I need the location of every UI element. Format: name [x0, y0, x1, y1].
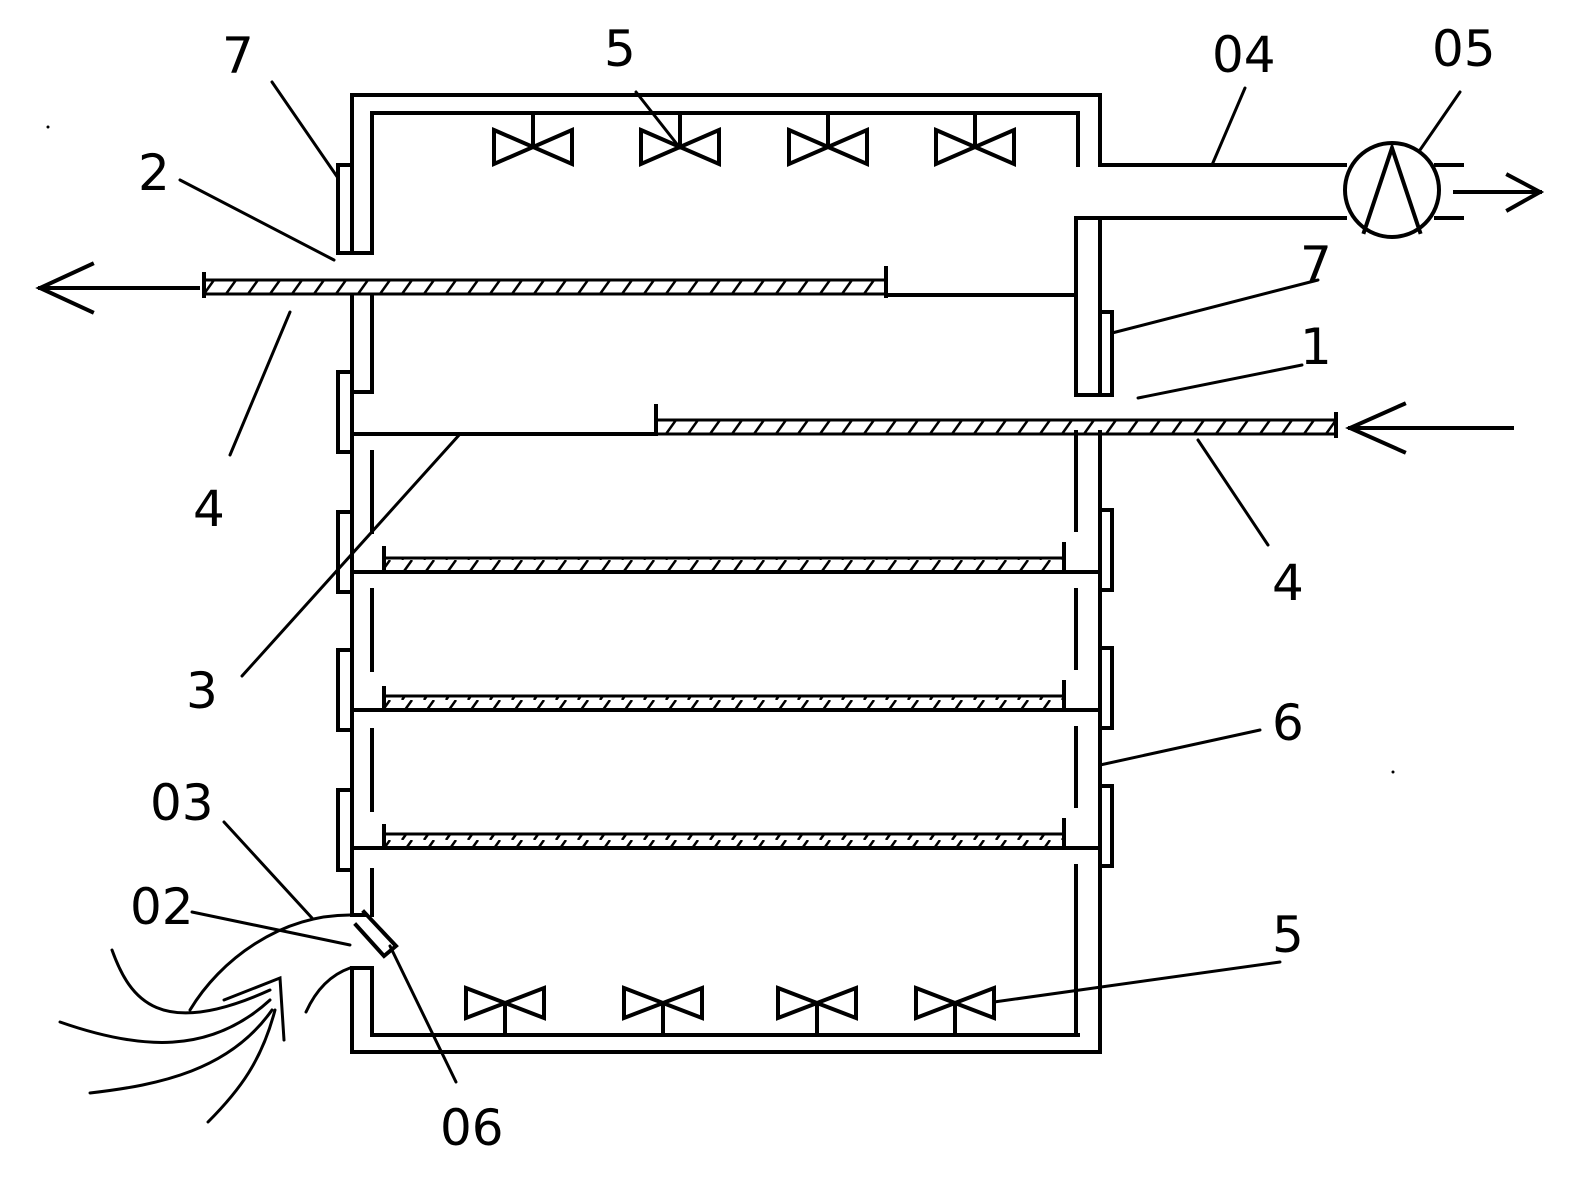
label-4-left: 4	[193, 480, 225, 538]
label-7-right: 7	[1300, 236, 1332, 294]
seal-left-2	[336, 510, 354, 594]
outlet-arrow-icon	[35, 261, 200, 315]
label-04: 04	[1212, 26, 1276, 84]
leader-lines	[178, 80, 1462, 1084]
seal-top-left	[336, 163, 354, 255]
conveyor-top-out	[202, 266, 1078, 298]
label-02: 02	[130, 878, 194, 936]
airflow-curves	[58, 913, 352, 1124]
label-06: 06	[440, 1099, 504, 1157]
fan-icon-bottom-3	[776, 985, 858, 1037]
exhaust-duct	[1074, 163, 1347, 220]
top-inner-wall	[370, 111, 1080, 255]
label-4-right: 4	[1272, 554, 1304, 612]
stray-dot-2	[1391, 770, 1395, 774]
label-5-top: 5	[604, 20, 636, 78]
label-3: 3	[186, 662, 218, 720]
seal-left-4	[336, 788, 354, 872]
shelf-3	[350, 818, 1102, 850]
shelf-1	[350, 542, 1102, 574]
seal-left-3	[336, 648, 354, 732]
stray-dot-1	[46, 125, 50, 129]
inlet-arrow-icon	[1345, 401, 1514, 455]
seal-right-2	[1098, 646, 1114, 730]
wall-seals	[336, 163, 1114, 872]
fan-icon-top-2	[639, 112, 721, 168]
seal-right-upper	[1098, 310, 1114, 397]
conveyor-feed-in	[350, 404, 1338, 438]
label-03: 03	[150, 774, 214, 832]
seal-right-1	[1098, 508, 1114, 592]
seal-right-3	[1098, 784, 1114, 868]
label-05: 05	[1432, 20, 1496, 78]
reference-labels: 7 5 04 05 2 7 1 4 4 3 6 03 02 5 06	[130, 20, 1496, 1157]
bottom-inner-wall	[370, 966, 1080, 1037]
inlet-flap	[353, 909, 399, 959]
fan-icon-bottom-2	[622, 985, 704, 1037]
label-7-top: 7	[222, 27, 254, 85]
shelf-2	[350, 680, 1102, 712]
fan-icon-bottom-1	[464, 985, 546, 1037]
fan-icon-top-3	[787, 112, 869, 168]
label-5-bottom: 5	[1272, 906, 1304, 964]
top-outer-wall	[350, 93, 1102, 255]
fan-icon-top-4	[934, 112, 1016, 168]
label-1: 1	[1300, 318, 1332, 376]
fan-icon-top-1	[492, 112, 574, 168]
pump-icon	[1343, 141, 1464, 239]
right-upper-wall	[1074, 216, 1102, 397]
label-2: 2	[138, 144, 170, 202]
bottom-outer-wall	[350, 966, 1102, 1054]
label-6: 6	[1272, 694, 1304, 752]
left-wall-inner-1	[350, 293, 374, 394]
exhaust-arrow-icon	[1453, 172, 1545, 213]
seal-left-1	[336, 370, 354, 454]
fan-icon-bottom-4	[914, 985, 996, 1037]
